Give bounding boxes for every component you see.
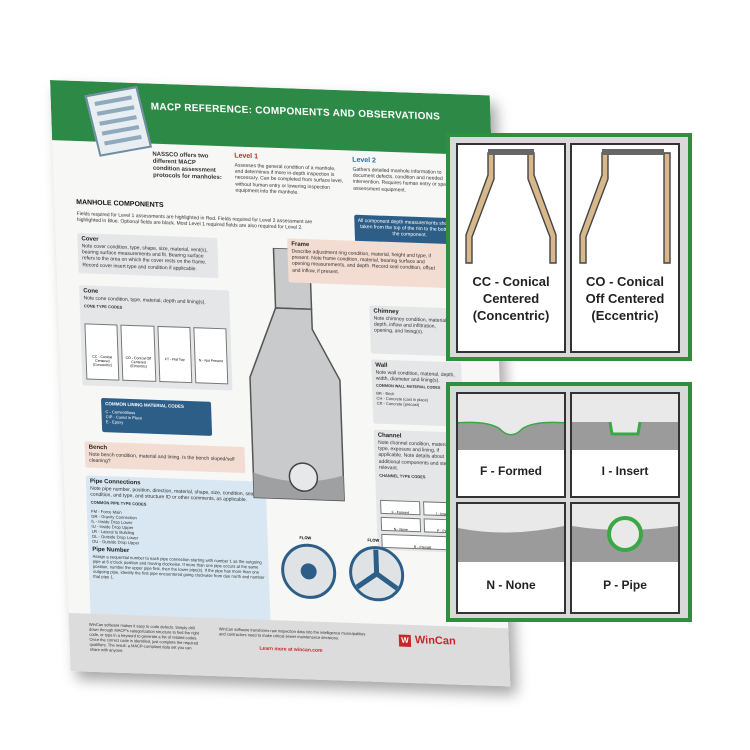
channel-code-n: N - None	[380, 516, 421, 533]
cone-cc-line: CC - Conical	[472, 274, 550, 289]
cone-panel-co: CO - Conical Off Centered (Eccentric)	[570, 143, 680, 353]
channel-panel-formed: F - Formed	[456, 392, 566, 498]
channel-none-drawing	[458, 504, 564, 562]
cone-type-callout: CC - Conical Centered (Concentric) CO - …	[446, 133, 692, 361]
pipe-box: Pipe Connections Note pipe number, posit…	[85, 475, 271, 633]
channel-panel-insert: I - Insert	[570, 392, 680, 498]
lining-title: COMMON LINING MATERIAL CODES	[105, 401, 185, 409]
frame-text: Describe adjustment ring condition, mate…	[291, 248, 436, 275]
cone-cc-line: Centered	[482, 291, 540, 306]
manhole-diagram	[249, 247, 345, 502]
frame-box: Frame Describe adjustment ring condition…	[287, 238, 449, 289]
brand-name: WinCan	[414, 634, 456, 648]
wincan-logo-icon: W	[398, 634, 412, 647]
cone-co-label: CO - Conical Off Centered (Eccentric)	[572, 273, 678, 324]
channel-pipe-label: P - Pipe	[603, 578, 647, 592]
level2-title: Level 2	[352, 156, 377, 165]
cone-code-cc: CC - Conical Centered (Concentric)	[84, 323, 120, 381]
channel-insert-drawing	[572, 394, 678, 450]
flow-label: FLOW	[367, 537, 380, 543]
cone-code-n: N - Not Present	[193, 327, 229, 385]
channel-formed-label: F - Formed	[480, 464, 542, 478]
channel-none-label: N - None	[486, 578, 536, 592]
channel-insert-label: I - Insert	[601, 464, 649, 478]
pipe-code-list: FM - Force Main GR - Gravity Connection …	[91, 508, 264, 549]
cone-eccentric-drawing	[572, 145, 678, 264]
cone-co-line: Off Centered	[585, 291, 665, 306]
channel-panel-none: N - None	[456, 502, 566, 614]
channel-panel-pipe: P - Pipe	[570, 502, 680, 614]
footer-mid-text: WinCan software transforms raw inspectio…	[218, 626, 366, 641]
pipe-number-diagrams	[281, 543, 405, 602]
cone-concentric-drawing	[458, 145, 564, 264]
poster-footer: WinCan software makes it easy to code de…	[68, 612, 511, 687]
cover-text: Note cover condition, type, shape, size,…	[81, 243, 208, 272]
learn-more-link[interactable]: Learn more at wincan.com	[259, 645, 323, 654]
level1-text: Assesses the general condition of a manh…	[234, 162, 344, 196]
cone-code-co: CO - Conical Off Centered (Eccentric)	[120, 324, 156, 382]
fields-note: Fields required for Level 1 assessments …	[76, 211, 313, 232]
channel-type-callout: F - Formed I - Insert N - None P - Pipe	[446, 382, 692, 622]
flow-label: FLOW	[299, 535, 312, 541]
cone-panel-cc: CC - Conical Centered (Concentric)	[456, 143, 566, 353]
channel-pipe-drawing	[572, 504, 678, 562]
cone-cc-line: (Concentric)	[472, 308, 550, 323]
chimney-text: Note chimney condition, material, depth,…	[373, 315, 448, 336]
reference-poster: MACP REFERENCE: COMPONENTS AND OBSERVATI…	[50, 80, 511, 687]
cover-box: Cover Note cover condition, type, shape,…	[77, 233, 219, 279]
bench-box: Bench Note bench condition, material and…	[84, 441, 246, 474]
cone-cc-label: CC - Conical Centered (Concentric)	[458, 273, 564, 324]
channel-code-f: F - Formed	[380, 499, 421, 516]
intro-text: NASSCO offers two different MACP conditi…	[152, 151, 222, 182]
cone-code-thumbs: CC - Conical Centered (Concentric) CO - …	[84, 323, 229, 385]
lining-box: COMMON LINING MATERIAL CODES C - Cementi…	[101, 397, 213, 436]
cone-code-ft: FT - Flat Top	[156, 325, 193, 384]
footer-left-text: WinCan software makes it easy to code de…	[88, 621, 200, 653]
cone-box: Cone Note cone condition, type, material…	[79, 285, 233, 391]
channel-formed-drawing	[458, 394, 564, 450]
cone-co-line: CO - Conical	[585, 274, 664, 289]
section-title: MANHOLE COMPONENTS	[76, 198, 164, 210]
cone-co-line: (Eccentric)	[591, 308, 659, 323]
pipe-number-text: Assign a sequential number to each pipe …	[92, 553, 265, 580]
level1-title: Level 1	[234, 152, 259, 161]
